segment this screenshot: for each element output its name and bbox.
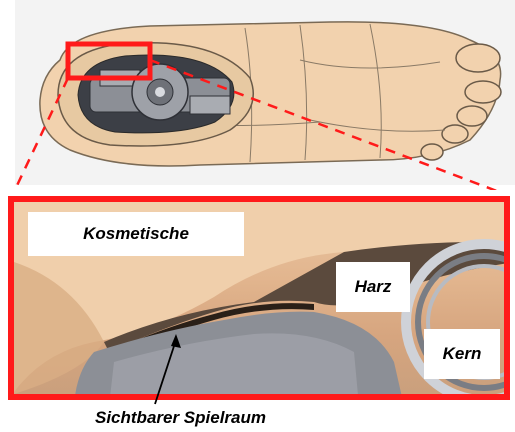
caption-visible-clearance: Sichtbarer Spielraum (95, 408, 415, 428)
